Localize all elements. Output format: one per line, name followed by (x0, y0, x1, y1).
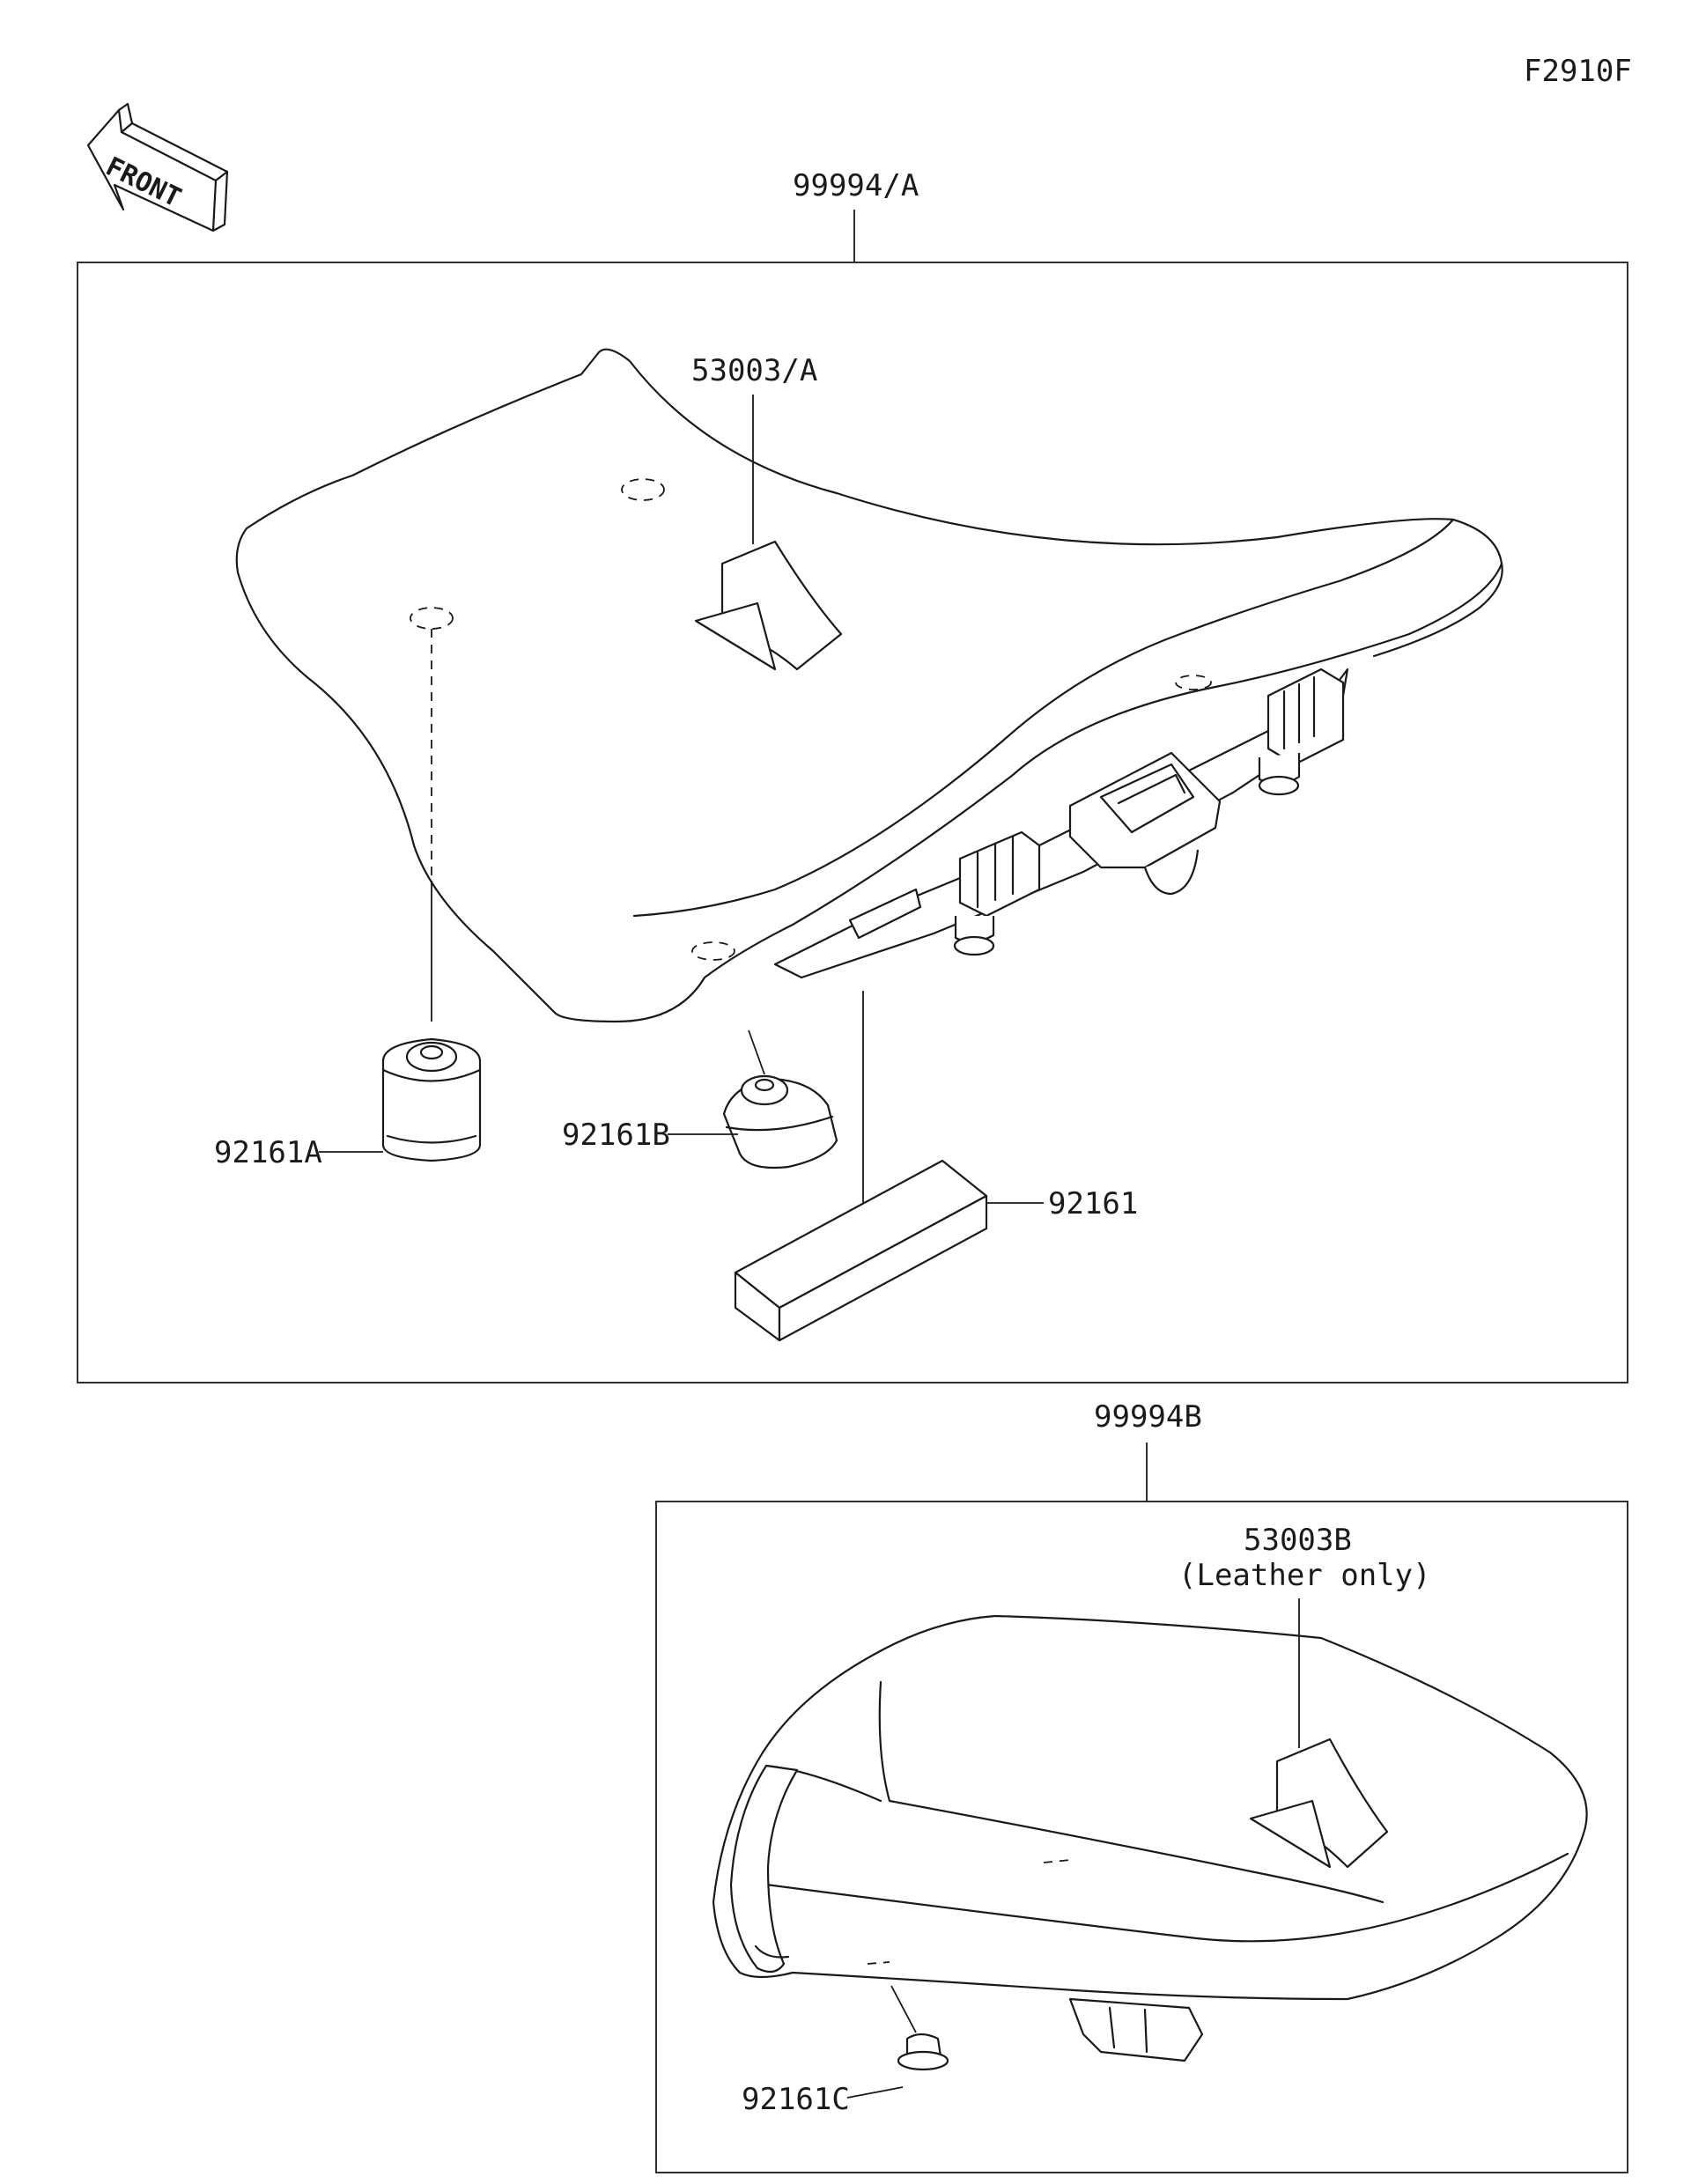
label-92161a: 92161A (214, 1135, 322, 1170)
label-53003b-note: (Leather only) (1178, 1558, 1431, 1593)
label-92161b: 92161B (562, 1118, 670, 1153)
front-arrow-icon: FRONT (86, 102, 229, 232)
label-53003b: 53003B (1244, 1523, 1352, 1558)
label-92161: 92161 (1048, 1186, 1138, 1221)
diagram-code: F2910F (1524, 54, 1632, 89)
leader-92161c (846, 2086, 904, 2099)
damper-92161b (722, 1029, 838, 1169)
label-53003a: 53003/A (691, 353, 817, 388)
label-99994b: 99994B (1094, 1399, 1202, 1435)
damper-block-92161 (734, 991, 988, 1342)
damper-92161c (890, 1985, 949, 2071)
rear-seat-drawing (712, 1614, 1588, 2062)
label-92161c: 92161C (742, 2082, 850, 2117)
front-seat-assy-box (77, 262, 1628, 1383)
label-99994a: 99994/A (793, 168, 919, 203)
front-seat-drawing (235, 348, 1503, 1023)
damper-92161a (381, 1037, 482, 1162)
rear-seat-assy-box (655, 1501, 1628, 2173)
